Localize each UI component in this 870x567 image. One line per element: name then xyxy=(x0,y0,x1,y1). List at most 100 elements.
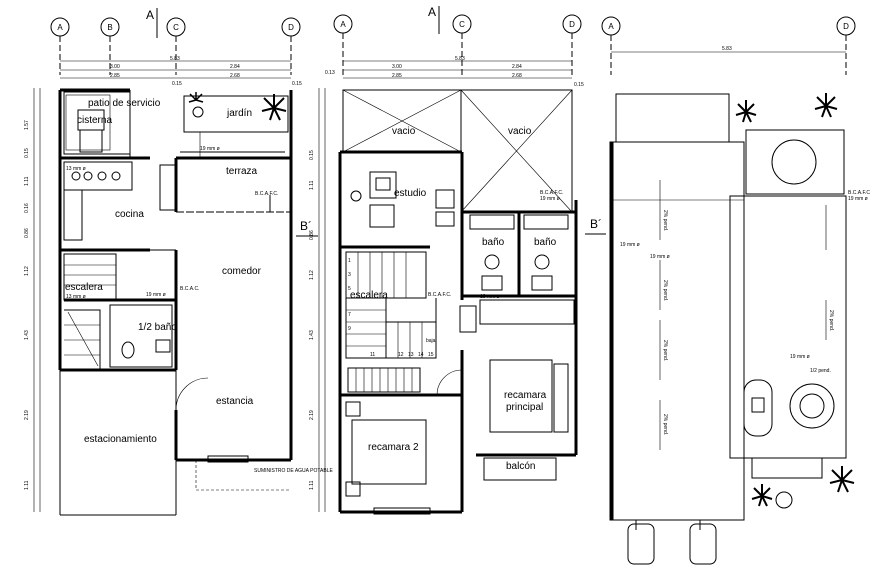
plant-icon xyxy=(735,100,757,123)
label-recamara-principal-2: principal xyxy=(506,402,543,413)
label-bcafc-r: B.C.A.F.C. xyxy=(848,190,870,196)
dim-0-15: 0.15 xyxy=(574,82,584,88)
axis-label: D xyxy=(569,20,575,29)
dim-5-83: 5.83 xyxy=(170,56,180,62)
axis-bubble-b-ground: B xyxy=(100,17,120,75)
dim-0-15-mid: 0.15 xyxy=(172,81,182,87)
dim-0-15: 0.15 xyxy=(292,81,302,87)
axis-bubble-a-ground: A xyxy=(50,17,70,75)
section-mark-b-upper: B´ xyxy=(590,217,602,231)
plant-icon xyxy=(261,94,287,121)
label-diam19-r3: 19 mm ø xyxy=(790,354,810,360)
plant-icon xyxy=(775,491,793,509)
dim-v-2-19-up: 2.19 xyxy=(309,410,315,420)
upper-floor-labels: vacio vacio estudio baño baño escalera r… xyxy=(348,126,563,472)
dim-2-68: 2.68 xyxy=(230,73,240,79)
axis-label: A xyxy=(608,22,614,31)
dim-5-83: 5.83 xyxy=(455,56,465,62)
dim-v-1-11b: 1.11 xyxy=(24,480,30,490)
section-mark-b-ground: B´ xyxy=(300,219,312,233)
label-bcafc-u: B.C.A.F.C. xyxy=(540,190,563,196)
label-recamara-principal-1: recamara xyxy=(504,390,547,401)
axis-bubble-a-roof: A xyxy=(601,16,621,75)
dim-0-13: 0.13 xyxy=(325,70,335,76)
label-pend-5: 2% pend. xyxy=(828,310,834,331)
label-diam13-g2: 13 mm ø xyxy=(66,294,86,300)
dim-3-00: 3.00 xyxy=(392,64,402,70)
axis-markers: A B C D A C D xyxy=(50,14,856,75)
axis-bubble-d-roof: D xyxy=(836,16,856,75)
dim-2-85: 2.85 xyxy=(392,73,402,79)
label-bcafc-g: B.C.A.F.C. xyxy=(255,191,278,197)
label-diam19-u: 19 mm ø xyxy=(540,196,560,202)
label-pend-3: 2% pend. xyxy=(662,340,668,361)
stair-number: 14 xyxy=(418,352,424,358)
plant-icons xyxy=(188,92,855,509)
label-medio-bano: 1/2 baño xyxy=(138,322,177,333)
stair-number: 12 xyxy=(398,352,404,358)
stair-number: 7 xyxy=(348,312,351,318)
label-pend-1: 2% pend. xyxy=(662,210,668,231)
section-marks: A A B´ B´ xyxy=(146,5,606,237)
label-diam13-g: 13 mm ø xyxy=(66,166,86,172)
dim-2-84: 2.84 xyxy=(512,64,522,70)
label-cisterna: cisterna xyxy=(77,115,112,126)
label-bcafc-u2: B.C.A.F.C. xyxy=(428,292,451,298)
label-tinaco: 1/2 pend. xyxy=(810,368,831,374)
plant-icon xyxy=(814,93,838,118)
dim-v-1-11-up2: 1.11 xyxy=(309,480,315,490)
plant-icon xyxy=(829,466,855,493)
dim-3-00: 3.00 xyxy=(110,64,120,70)
stair-number: 3 xyxy=(348,272,351,278)
label-escalera: escalera xyxy=(65,282,103,293)
ground-floor-plan xyxy=(58,88,293,516)
label-vacio-2: vacio xyxy=(508,126,532,137)
dimension-lines: 3.00 2.84 5.83 2.85 2.68 0.15 0.15 3.00 … xyxy=(60,46,846,88)
dim-v-0-16: 0.16 xyxy=(24,203,30,213)
axis-label: D xyxy=(843,22,849,31)
label-baja: baja xyxy=(426,338,436,344)
label-diam19-g: 19 mm ø xyxy=(200,146,220,152)
label-comedor: comedor xyxy=(222,266,262,277)
axis-label: A xyxy=(57,23,63,32)
label-diam19-r1: 19 mm ø xyxy=(620,242,640,248)
label-recamara-2: recamara 2 xyxy=(368,442,419,453)
label-bano-2: baño xyxy=(534,237,557,248)
dim-2-84: 2.84 xyxy=(230,64,240,70)
dim-v-0-15-up: 0.15 xyxy=(309,150,315,160)
side-dimensions: 1.57 0.15 1.11 0.16 0.86 1.12 1.43 2.19 … xyxy=(24,88,326,512)
dim-v-0-86: 0.86 xyxy=(24,228,30,238)
label-pend-4: 2% pend. xyxy=(662,414,668,435)
stair-number: 5 xyxy=(348,286,351,292)
label-diam19-r4: 19 mm ø xyxy=(848,196,868,202)
label-suministro: SUMINISTRO DE AGUA POTABLE xyxy=(254,468,333,474)
label-diam19-r2: 19 mm ø xyxy=(650,254,670,260)
label-bcac-g: B.C.A.C. xyxy=(180,286,199,292)
label-estudio: estudio xyxy=(394,188,427,199)
dim-v-0-86-up: 0.86 xyxy=(309,230,315,240)
stair-number: 1 xyxy=(348,258,351,264)
ground-floor-labels: patio de servicio cisterna jardín cocina… xyxy=(65,98,333,474)
axis-bubble-c-upper: C xyxy=(452,14,472,75)
dim-v-1-11: 1.11 xyxy=(24,176,30,186)
label-pend-2: 2% pend. xyxy=(662,280,668,301)
axis-bubble-c-ground: C xyxy=(166,17,186,75)
plant-icon xyxy=(751,484,773,507)
roof-plan xyxy=(609,93,847,565)
label-diam19-g2: 19 mm ø xyxy=(146,292,166,298)
stair-number: 9 xyxy=(348,326,351,332)
section-mark-a-upper: A xyxy=(428,5,436,19)
label-estacionamiento: estacionamiento xyxy=(84,434,157,445)
upper-floor-plan xyxy=(338,89,578,515)
dim-v-1-43-up: 1.43 xyxy=(309,330,315,340)
dim-5-83: 5.83 xyxy=(722,46,732,52)
axis-bubble-d-ground: D xyxy=(281,17,301,75)
axis-label: A xyxy=(340,20,346,29)
axis-label: C xyxy=(459,20,465,29)
label-balcon: balcón xyxy=(506,461,535,472)
label-escalera-up: escalera xyxy=(350,290,388,301)
dim-v-1-12: 1.12 xyxy=(24,266,30,276)
dim-v-1-12-up: 1.12 xyxy=(309,270,315,280)
dim-v-1-57: 1.57 xyxy=(24,120,30,130)
